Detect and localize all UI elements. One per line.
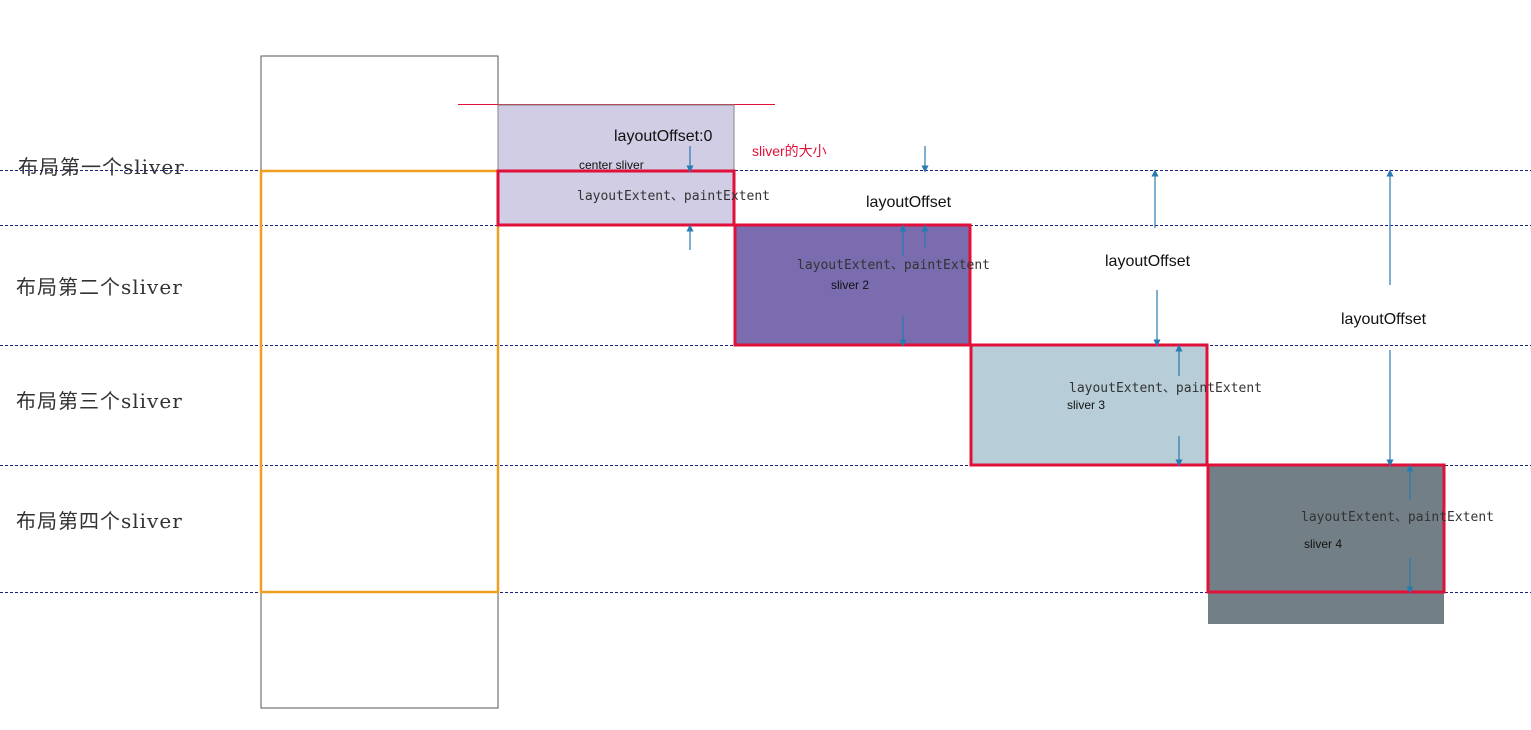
row-label-4: 布局第四个sliver bbox=[16, 509, 183, 533]
visible-region-outline bbox=[259, 169, 500, 594]
sliver-4-label: sliver 4 bbox=[1304, 537, 1342, 551]
sliver-2-extent-label: layoutExtent、paintExtent bbox=[797, 258, 990, 273]
sliver-3-box bbox=[971, 345, 1207, 465]
sliver-3-extent-label: layoutExtent、paintExtent bbox=[1069, 381, 1262, 396]
dimension-arrows bbox=[686, 146, 1414, 594]
layout-offset-zero-label: layoutOffset:0 bbox=[614, 128, 713, 145]
row-label-3: 布局第三个sliver bbox=[16, 389, 183, 413]
sliver-2-box bbox=[735, 225, 970, 345]
sliver-3-label: sliver 3 bbox=[1067, 398, 1105, 412]
highlighted-extents bbox=[496, 169, 1446, 594]
center-extent-label: layoutExtent、paintExtent bbox=[577, 189, 770, 204]
sliver-4-extent bbox=[1206, 463, 1446, 594]
center-sliver-extent bbox=[496, 169, 736, 227]
layout-offset-label-3: layoutOffset bbox=[1105, 253, 1191, 270]
sliver-size-label: sliver的大小 bbox=[752, 143, 827, 159]
sliver-3-extent bbox=[969, 343, 1209, 467]
layout-offset-label-4: layoutOffset bbox=[1341, 311, 1427, 328]
sliver-2-extent bbox=[733, 223, 972, 347]
row-label-2: 布局第二个sliver bbox=[16, 275, 183, 299]
sliver-4-box bbox=[1208, 465, 1444, 624]
sliver-2-label: sliver 2 bbox=[831, 278, 869, 292]
layout-offset-label-2: layoutOffset bbox=[866, 194, 952, 211]
row-label-1: 布局第一个sliver bbox=[18, 155, 185, 179]
center-sliver-label: center sliver bbox=[579, 158, 644, 172]
viewport-outline bbox=[260, 55, 499, 709]
sliver-4-extent-label: layoutExtent、paintExtent bbox=[1301, 510, 1494, 525]
